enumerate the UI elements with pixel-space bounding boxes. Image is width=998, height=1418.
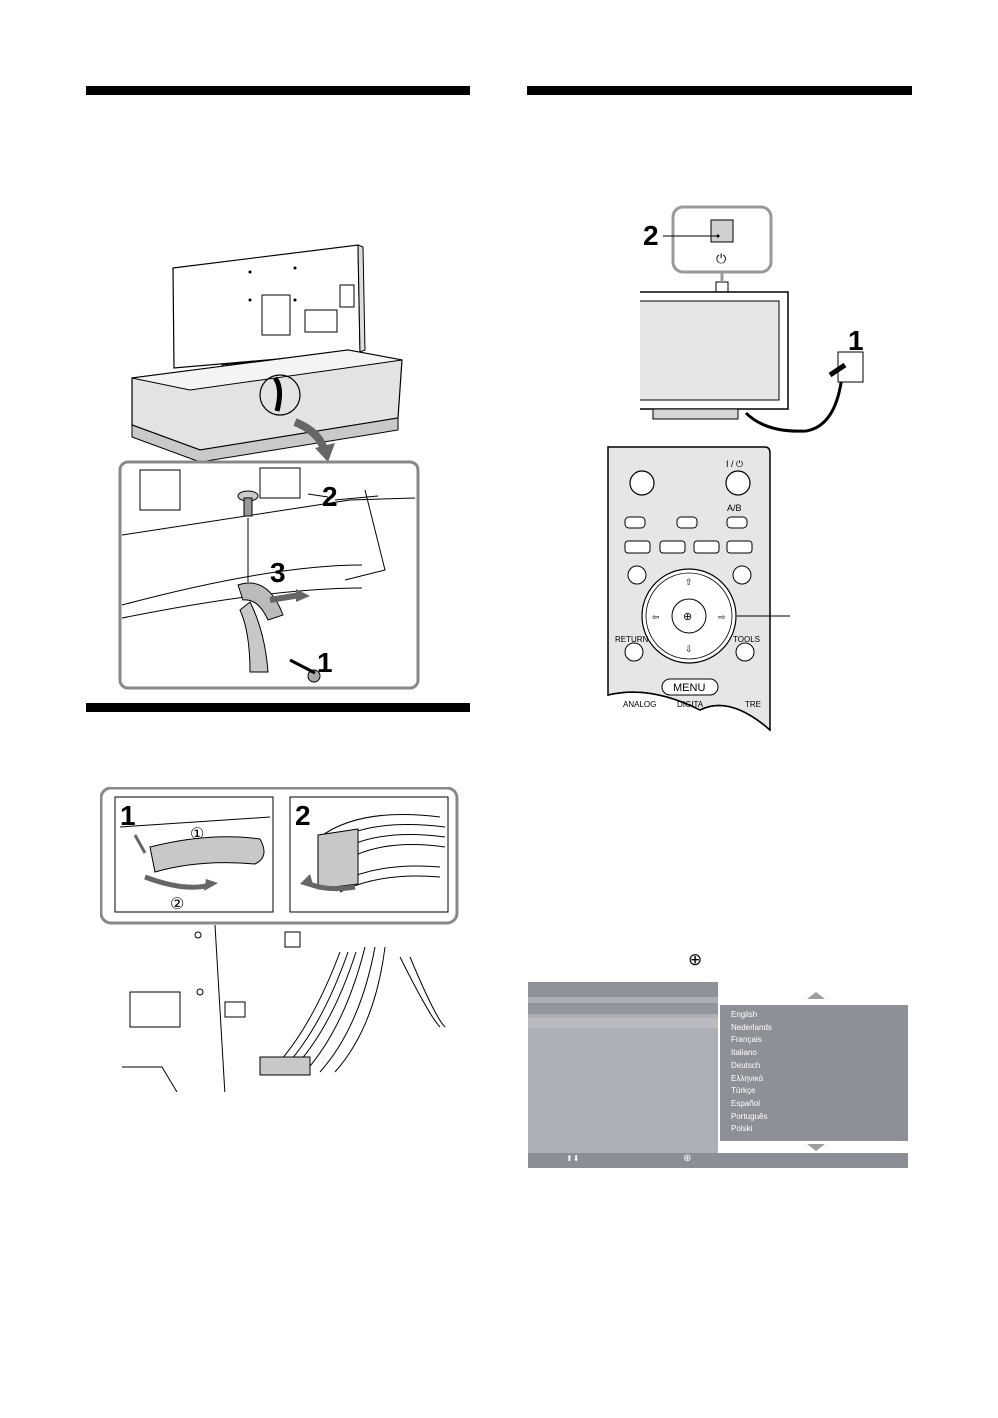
remote-label-centre: TRE: [745, 700, 761, 709]
cable-circled-1: ①: [190, 826, 204, 843]
select-hint-icon: ⊕: [683, 1153, 692, 1164]
section-rule-left-middle: [86, 703, 470, 712]
enter-symbol: ⊕: [688, 950, 703, 969]
cable-circled-2: ②: [170, 896, 184, 913]
language-list[interactable]: English Nederlands Français Italiano Deu…: [720, 1005, 908, 1141]
cable-bundle-figure: 1 2 ① ②: [100, 787, 459, 1092]
section-rule-left-top: [86, 86, 470, 95]
language-option[interactable]: Polski: [731, 1124, 753, 1134]
menu-highlight-bar: [528, 1018, 718, 1028]
language-option[interactable]: Español: [731, 1098, 760, 1108]
remote-label-return: RETURN: [615, 635, 649, 644]
remote-label-ab: A/B: [727, 503, 742, 513]
power-symbol: ⏻: [716, 251, 726, 266]
power-on-figure: 2 1 ⏻: [640, 205, 864, 433]
power-step-1: 1: [848, 325, 864, 356]
language-option[interactable]: Italiano: [731, 1048, 757, 1058]
scroll-up-icon[interactable]: [807, 992, 825, 999]
language-option[interactable]: Türkçe: [731, 1086, 756, 1096]
cable-step-2: 2: [295, 800, 311, 831]
svg-text:⇦: ⇦: [652, 612, 660, 622]
power-step-2: 2: [643, 220, 659, 251]
tv-stand-fixing-figure: 2 3 1: [118, 244, 420, 690]
remote-label-power: I / ⏻: [726, 459, 743, 469]
language-option[interactable]: Português: [731, 1111, 768, 1121]
svg-text:⇧: ⇧: [685, 577, 693, 587]
language-menu: English Nederlands Français Italiano Deu…: [528, 982, 910, 1172]
stand-step-2: 2: [322, 481, 338, 512]
remote-label-analog: ANALOG: [623, 700, 656, 709]
remote-label-menu: MENU: [673, 682, 705, 694]
stand-step-3: 3: [270, 557, 286, 588]
svg-text:⇨: ⇨: [718, 612, 726, 622]
language-option[interactable]: English: [731, 1010, 758, 1019]
stand-step-1: 1: [317, 647, 333, 678]
cable-step-1: 1: [120, 800, 136, 831]
remote-label-digital: DIGITA: [677, 700, 704, 709]
section-rule-right-top: [527, 86, 912, 95]
remote-label-tools: TOOLS: [733, 635, 760, 644]
menu-title-bar: [528, 982, 718, 997]
remote-figure: ⊕ ⇧ ⇩ ⇦ ⇨ I / ⏻ A/B RETURN TOOLS MENU AN…: [607, 446, 790, 732]
language-option[interactable]: Français: [731, 1035, 762, 1045]
scroll-down-icon[interactable]: [807, 1144, 825, 1151]
nav-hint-icon: ⬆⬇: [566, 1154, 580, 1163]
language-option[interactable]: Deutsch: [731, 1060, 761, 1070]
language-option[interactable]: Nederlands: [731, 1022, 772, 1032]
svg-text:⇩: ⇩: [685, 644, 693, 654]
menu-footer: ⬆⬇ ⊕: [528, 1153, 908, 1168]
language-option[interactable]: Ελληνικά: [731, 1073, 764, 1083]
svg-text:⊕: ⊕: [683, 611, 692, 623]
menu-selected-bar: [528, 1003, 718, 1014]
